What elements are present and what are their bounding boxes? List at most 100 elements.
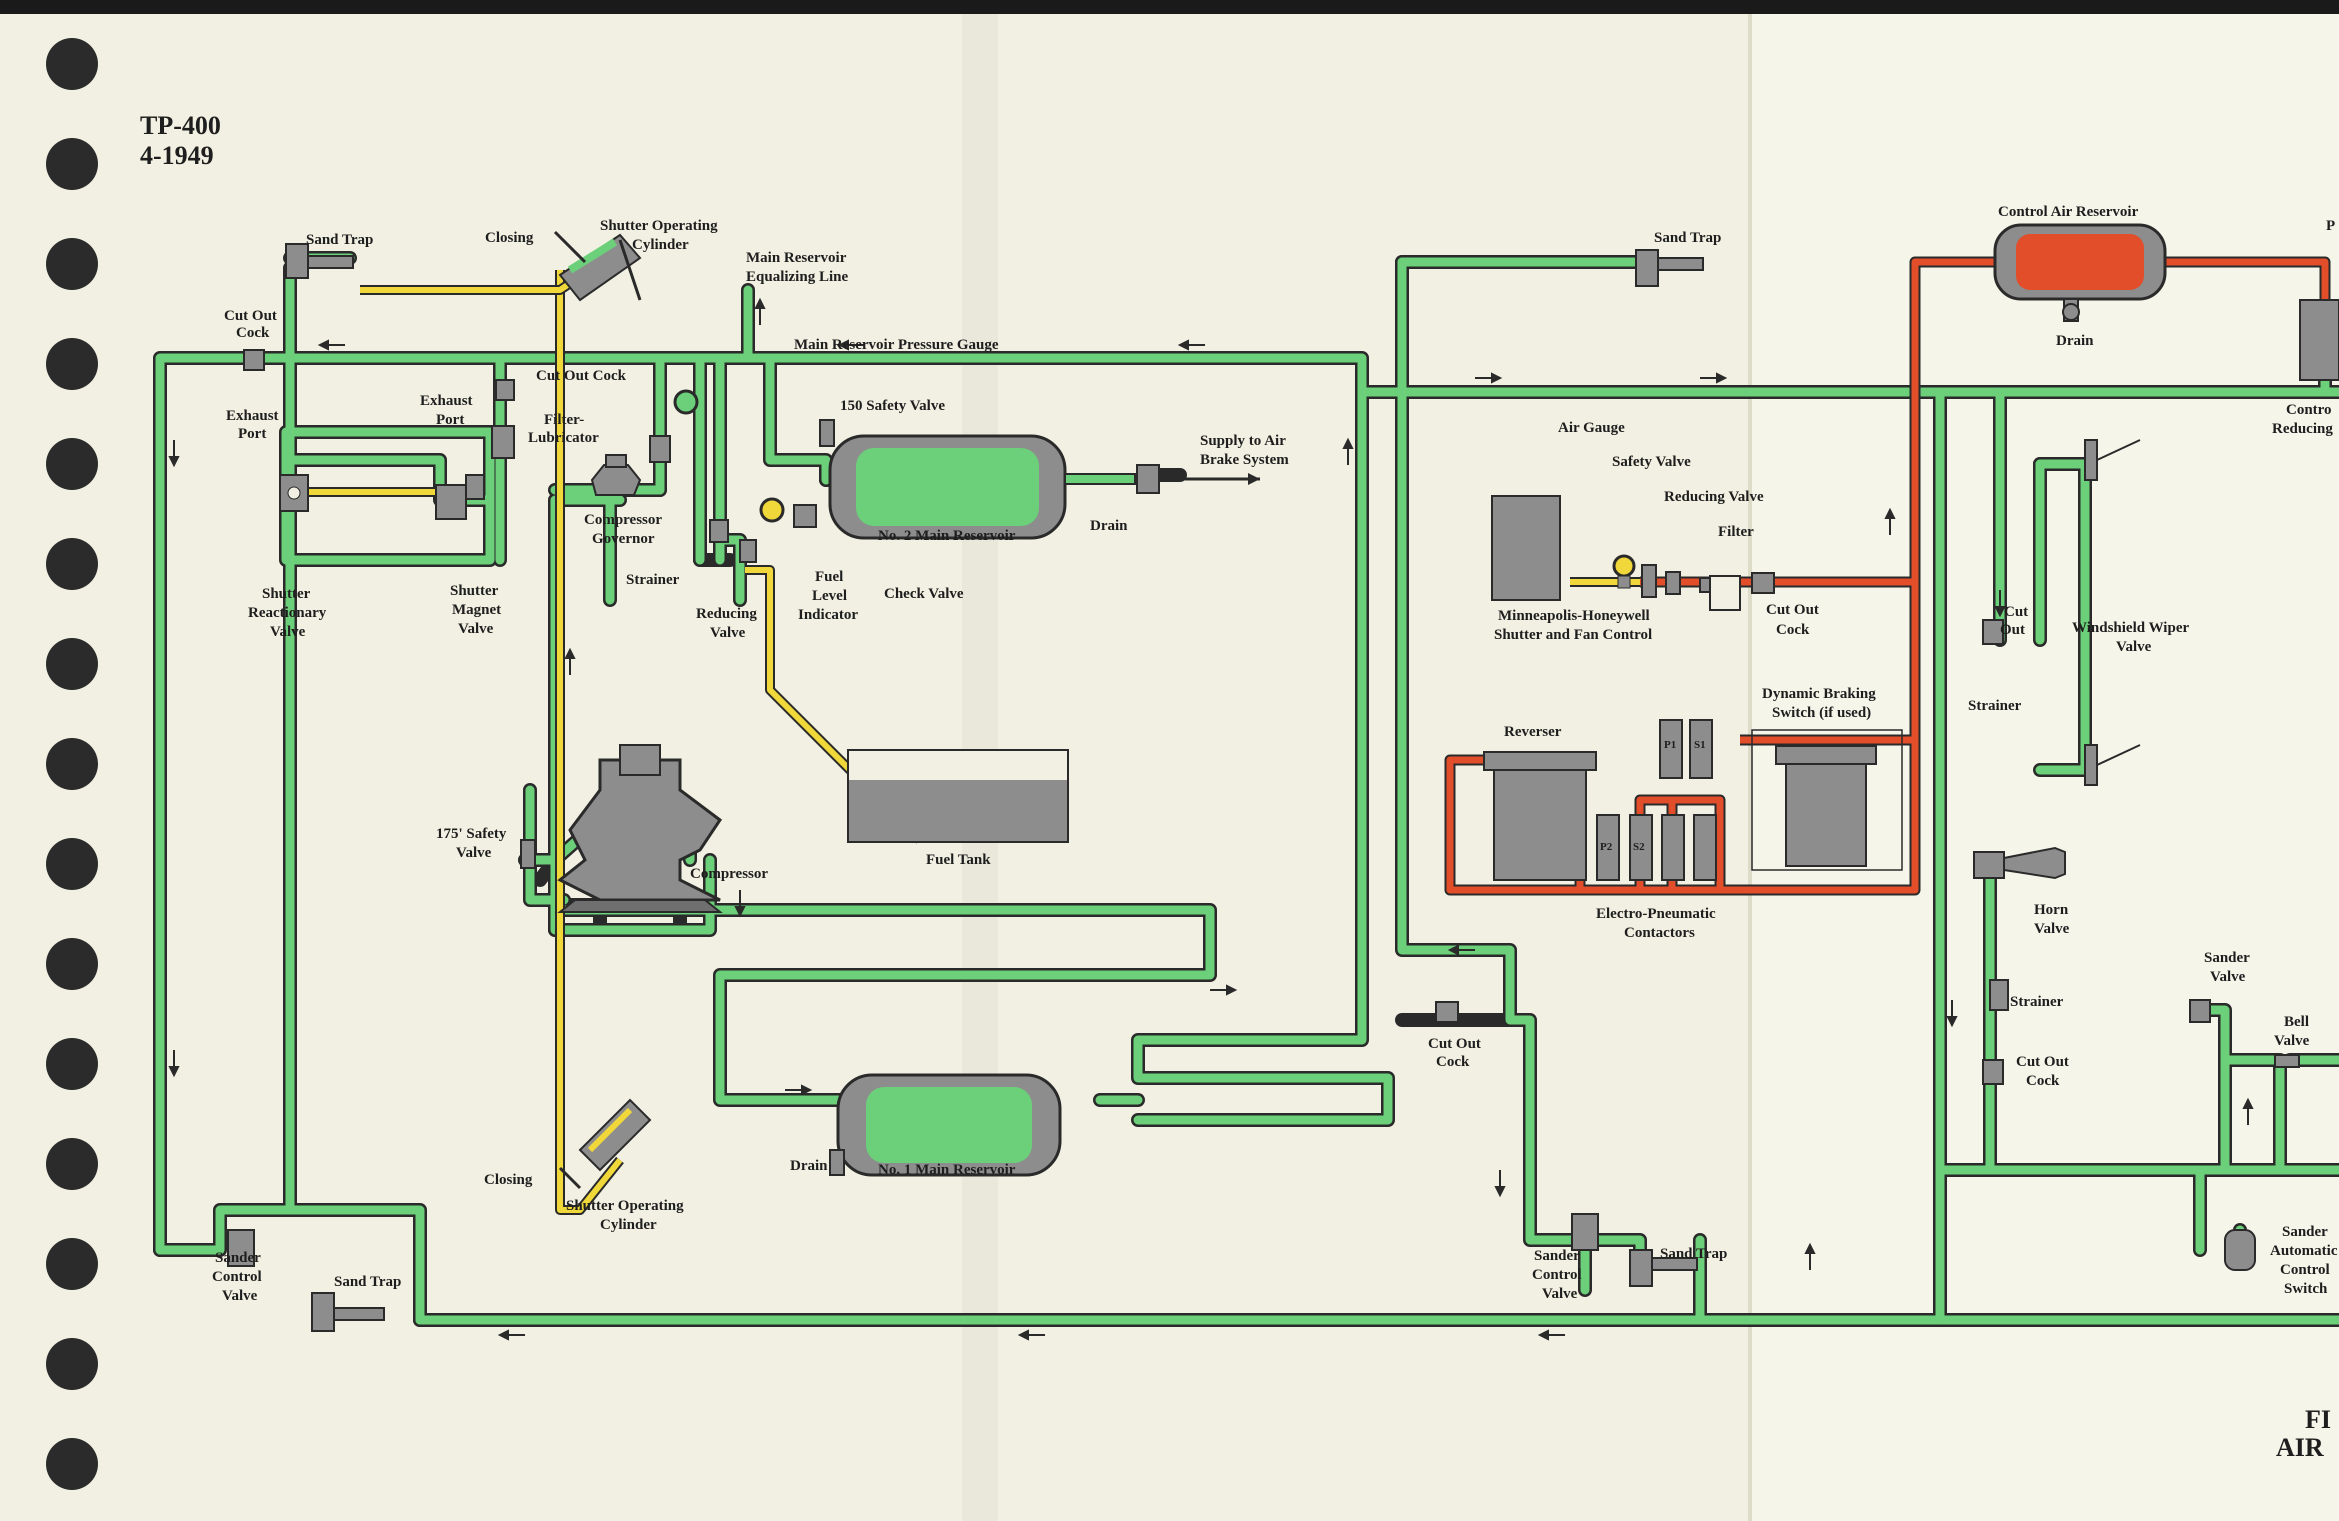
shutter-magnet-valve bbox=[435, 474, 485, 520]
reducing-valve bbox=[739, 539, 757, 563]
label-exhaust-port-r-1: Exhaust bbox=[420, 393, 473, 409]
label-fuel-tank: Fuel Tank bbox=[926, 852, 991, 868]
sand-trap-bottom-right bbox=[1629, 1249, 1698, 1287]
label-comp-gov-2: Governor bbox=[592, 531, 655, 547]
label-sand-trap-bl: Sand Trap bbox=[334, 1274, 401, 1290]
label-strainer-r: Strainer bbox=[1968, 698, 2022, 714]
label-sander-valve-2: Valve bbox=[2210, 969, 2246, 985]
label-sander-ctrl-l-3: Valve bbox=[222, 1288, 258, 1304]
label-main-res-gauge: Main Reservoir Pressure Gauge bbox=[794, 337, 999, 353]
label-reducing-valve-r: Reducing Valve bbox=[1664, 489, 1764, 505]
label-reverser: Reverser bbox=[1504, 724, 1562, 740]
label-sander-auto-2: Automatic bbox=[2270, 1243, 2338, 1259]
flow-arrows bbox=[168, 297, 2254, 1341]
contactor bbox=[1596, 814, 1620, 881]
label-safety-valve-r: Safety Valve bbox=[1612, 454, 1691, 470]
binding-hole bbox=[46, 1138, 98, 1190]
label-windshield-2: Valve bbox=[2116, 639, 2152, 655]
contactor bbox=[1659, 719, 1683, 779]
label-control-air-res: Control Air Reservoir bbox=[1998, 204, 2139, 220]
label-no2-res: No. 2 Main Reservoir bbox=[878, 528, 1016, 544]
label-cut-out-cock-bm-1: Cut Out bbox=[1428, 1036, 1481, 1052]
figure-number-fragment: FI bbox=[2305, 1405, 2331, 1434]
label-shutter-cyl-bot-1: Shutter Operating bbox=[566, 1198, 684, 1214]
label-compressor: Compressor bbox=[690, 866, 768, 882]
label-windshield-1: Windshield Wiper bbox=[2072, 620, 2189, 636]
sander-valve bbox=[2189, 999, 2211, 1023]
safety-valve bbox=[520, 839, 536, 869]
wiper bbox=[2084, 439, 2098, 481]
label-control-reducing-1: Contro bbox=[2286, 402, 2332, 418]
sand-trap-bottom-left bbox=[311, 1292, 385, 1332]
sand-trap-top-right bbox=[1635, 249, 1704, 287]
cut-out-cock bbox=[1751, 572, 1775, 594]
component-labels: Sand Trap Closing Shutter Operating Cyli… bbox=[212, 204, 2338, 1304]
label-filter-lub-2: Lubricator bbox=[528, 430, 599, 446]
label-sander-auto-1: Sander bbox=[2282, 1224, 2328, 1240]
binding-hole bbox=[46, 338, 98, 390]
label-shutter-cyl-top-1: Shutter Operating bbox=[600, 218, 718, 234]
reverser bbox=[1483, 751, 1597, 881]
label-control-reducing-2: Reducing bbox=[2272, 421, 2333, 437]
label-supply-1: Supply to Air bbox=[1200, 433, 1286, 449]
figure-title-fragment: AIR bbox=[2276, 1433, 2324, 1462]
label-strainer-horn: Strainer bbox=[2010, 994, 2064, 1010]
shutter-cylinder-bottom bbox=[558, 1098, 652, 1190]
label-shutter-react-2: Reactionary bbox=[248, 605, 327, 621]
binding-hole bbox=[46, 938, 98, 990]
label-cut-out-cock-r-1: Cut Out bbox=[1766, 602, 1819, 618]
bell-valve bbox=[2274, 1054, 2300, 1068]
sander-control-valve-right bbox=[1571, 1213, 1599, 1251]
horn-valve bbox=[1973, 846, 2066, 880]
label-safety-150: 150 Safety Valve bbox=[840, 398, 945, 414]
doc-number: TP-400 bbox=[140, 111, 221, 140]
label-cut-out-ws-1: Cut bbox=[2004, 604, 2028, 620]
binding-hole bbox=[46, 438, 98, 490]
label-drain-no2: Drain bbox=[1090, 518, 1128, 534]
binding-hole bbox=[46, 1438, 98, 1490]
label-dyn-brake-1: Dynamic Braking bbox=[1762, 686, 1876, 702]
wiper bbox=[2084, 744, 2098, 786]
label-cut-out-cock-tl-2: Cock bbox=[236, 325, 270, 341]
cut-out-cock bbox=[649, 435, 671, 463]
binding-holes bbox=[46, 38, 98, 1490]
label-air-gauge: Air Gauge bbox=[1558, 420, 1625, 436]
label-strainer-l: Strainer bbox=[626, 572, 680, 588]
contactor-labels: P1 S1 P2 S2 bbox=[1600, 739, 1706, 853]
compressor-governor bbox=[590, 454, 642, 496]
label-shutter-cyl-bot-2: Cylinder bbox=[600, 1217, 657, 1233]
label-mh-1: Minneapolis-Honeywell bbox=[1498, 608, 1650, 624]
control-reducing bbox=[2299, 299, 2339, 381]
label-check-valve: Check Valve bbox=[884, 586, 964, 602]
filter-lubricator bbox=[491, 425, 515, 459]
label-cut-out-horn-1: Cut Out bbox=[2016, 1054, 2069, 1070]
label-sander-ctrl-r-2: Control bbox=[1532, 1267, 1582, 1283]
shutter-reactionary-valve bbox=[279, 474, 309, 512]
binding-hole bbox=[46, 638, 98, 690]
binding-hole bbox=[46, 838, 98, 890]
sander-control-valve-left bbox=[227, 1229, 255, 1267]
label-cut-out-horn-2: Cock bbox=[2026, 1073, 2060, 1089]
red-pipes bbox=[1444, 256, 2331, 896]
label-cut-out-cock-bm-2: Cock bbox=[1436, 1054, 1470, 1070]
cut-out-cock bbox=[495, 379, 515, 401]
contactor bbox=[1661, 814, 1685, 881]
label-cut-out-ws-2: Out bbox=[2000, 622, 2025, 638]
windshield-wiper-valve bbox=[2084, 439, 2141, 786]
label-fuel-lvl-2: Level bbox=[812, 588, 847, 604]
label-sander-ctrl-r-3: Valve bbox=[1542, 1286, 1578, 1302]
label-filter-r: Filter bbox=[1718, 524, 1754, 540]
label-cut-out-cock-r-2: Cock bbox=[1776, 622, 1810, 638]
label-sand-trap-tl: Sand Trap bbox=[306, 232, 373, 248]
label-filter-lub-1: Filter- bbox=[544, 412, 584, 428]
label-bell-2: Valve bbox=[2274, 1033, 2310, 1049]
label-sander-valve-1: Sander bbox=[2204, 950, 2250, 966]
fuel-level-indicator bbox=[759, 497, 785, 523]
binding-hole bbox=[46, 538, 98, 590]
label-drain-no1: Drain bbox=[790, 1158, 828, 1174]
strainer bbox=[1989, 979, 2009, 1011]
label-contactor-s1: S1 bbox=[1694, 739, 1706, 751]
label-contactor-p1: P1 bbox=[1664, 739, 1676, 751]
label-shutter-cyl-top-2: Cylinder bbox=[632, 237, 689, 253]
label-sand-trap-tr: Sand Trap bbox=[1654, 230, 1721, 246]
